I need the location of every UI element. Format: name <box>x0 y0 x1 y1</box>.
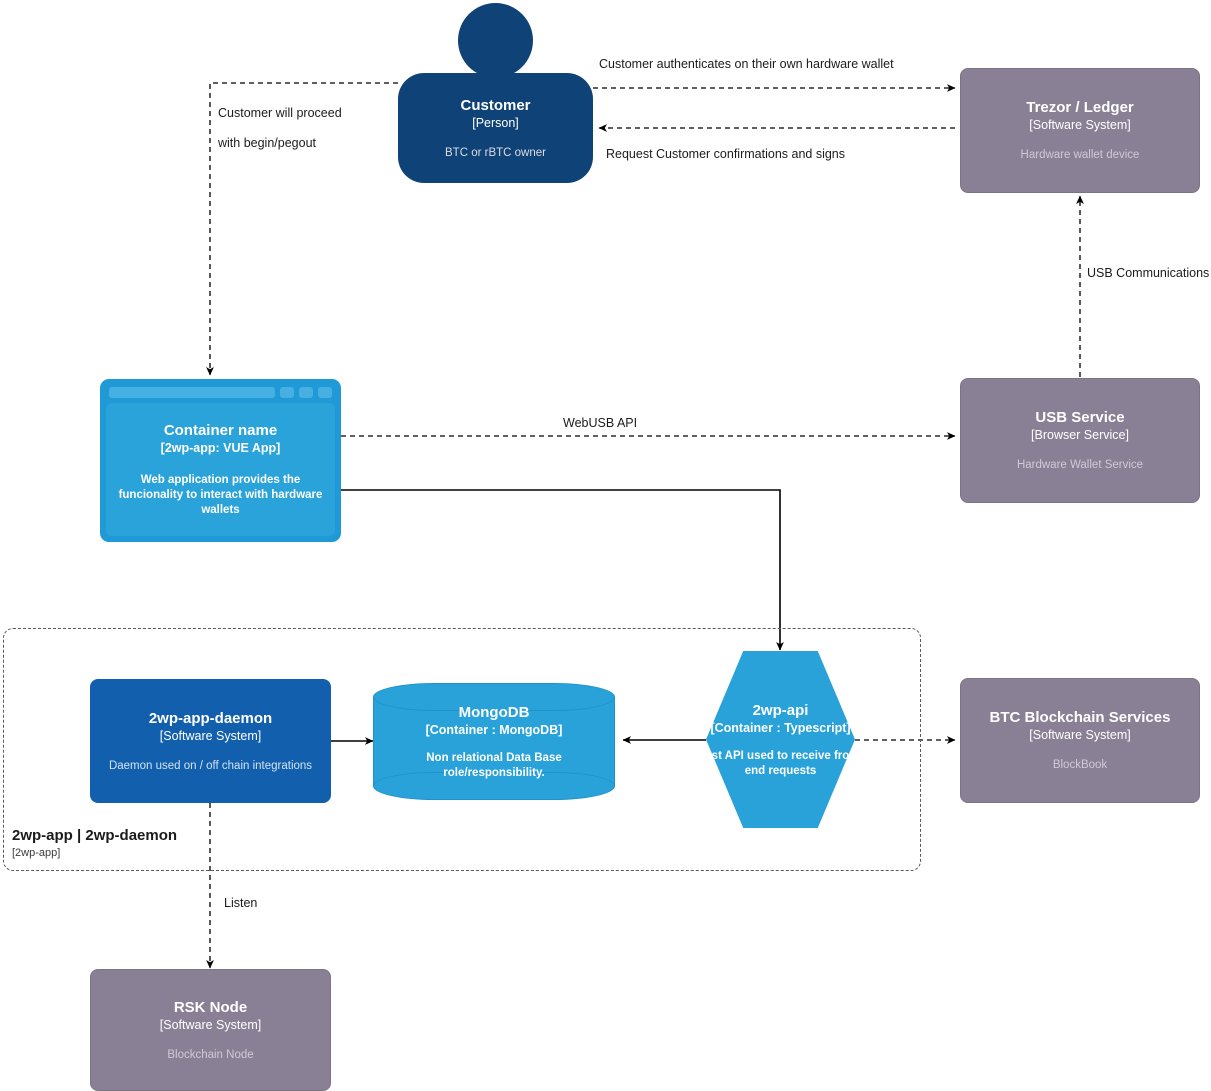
node-tech: [Software System] <box>1029 728 1131 742</box>
node-desc: Web application provides the funcionalit… <box>118 474 323 516</box>
node-title: MongoDB <box>458 703 530 721</box>
db-top-ellipse <box>373 683 615 711</box>
node-tech: [Browser Service] <box>1031 428 1129 442</box>
node-trezor-ledger[interactable]: Trezor / Ledger [Software System] Hardwa… <box>960 68 1200 193</box>
node-tech: [Software System] <box>1029 118 1131 132</box>
node-desc: Blockchain Node <box>167 1048 254 1061</box>
browser-url-bar <box>109 386 275 398</box>
node-desc: Daemon used on / off chain integrations <box>108 759 313 772</box>
software-system-boundary <box>3 628 921 871</box>
node-2wp-app-daemon[interactable]: 2wp-app-daemon [Software System] Daemon … <box>90 679 331 803</box>
node-title: BTC Blockchain Services <box>989 709 1171 726</box>
node-customer[interactable]: Customer [Person] BTC or rBTC owner <box>398 3 593 183</box>
node-tech: [Software System] <box>159 728 262 743</box>
boundary-name: 2wp-app | 2wp-daemon <box>12 827 178 844</box>
node-desc: Rest API used to receive front-end reque… <box>696 749 864 777</box>
person-body: Customer [Person] BTC or rBTC owner <box>398 73 593 183</box>
node-tech: [Person] <box>472 115 519 130</box>
db-bottom-ellipse <box>373 772 615 800</box>
edge-label-daemon-to-rsk: Listen <box>224 896 258 910</box>
hexagon-label: 2wp-api [Container : Typescript] Rest AP… <box>697 651 864 828</box>
edge-label-customer-to-vue-line2: with begin/pegout <box>218 136 316 150</box>
node-title: Container name <box>163 422 278 439</box>
node-desc: Non relational Data Base role/responsibi… <box>426 751 562 779</box>
edge-customer-to-vue <box>206 82 398 376</box>
browser-button-icon <box>318 386 332 398</box>
node-desc: Hardware wallet device <box>1020 149 1140 161</box>
edge-label-trezor-to-customer: Request Customer confirmations and signs <box>606 147 846 161</box>
edge-label-vue-to-usb: WebUSB API <box>563 416 638 430</box>
node-btc-blockchain-services[interactable]: BTC Blockchain Services [Software System… <box>960 678 1200 803</box>
db-label: MongoDB [Container : MongoDB] Non relati… <box>373 683 615 800</box>
node-title: Customer <box>460 96 531 114</box>
edge-label-customer-to-trezor: Customer authenticates on their own hard… <box>599 57 894 71</box>
node-tech: [2wp-app: VUE App] <box>160 441 281 455</box>
node-desc: BTC or rBTC owner <box>445 146 546 159</box>
node-rsk-node[interactable]: RSK Node [Software System] Blockchain No… <box>90 969 331 1091</box>
browser-button-icon <box>299 386 313 398</box>
node-desc: BlockBook <box>1052 759 1108 771</box>
node-tech: [Software System] <box>159 1017 262 1032</box>
node-title: Trezor / Ledger <box>1026 99 1134 116</box>
node-usb-service[interactable]: USB Service [Browser Service] Hardware W… <box>960 378 1200 503</box>
boundary-tech: [2wp-app] <box>12 847 61 859</box>
edge-label-customer-to-vue-line1: Customer will proceed <box>218 106 342 120</box>
node-title: 2wp-api <box>752 701 809 719</box>
edge-label-usb-to-trezor: USB Communications <box>1087 266 1210 280</box>
browser-viewport: Container name [2wp-app: VUE App] Web ap… <box>106 403 335 536</box>
node-vue-app[interactable]: Container name [2wp-app: VUE App] Web ap… <box>100 379 341 542</box>
node-2wp-api[interactable]: 2wp-api [Container : Typescript] Rest AP… <box>697 651 864 828</box>
node-title: RSK Node <box>173 998 248 1016</box>
node-mongodb[interactable]: MongoDB [Container : MongoDB] Non relati… <box>373 683 615 800</box>
node-title: 2wp-app-daemon <box>148 709 273 727</box>
node-tech: [Container : MongoDB] <box>425 722 563 737</box>
node-desc: Hardware Wallet Service <box>1016 459 1144 471</box>
boundary-label: 2wp-app | 2wp-daemon [2wp-app] <box>12 826 272 861</box>
person-head-icon <box>458 3 533 78</box>
node-tech: [Container : Typescript] <box>710 720 851 735</box>
edge-vue-to-api <box>341 489 784 651</box>
browser-chrome-bar <box>106 385 335 399</box>
node-title: USB Service <box>1035 409 1125 426</box>
browser-button-icon <box>280 386 294 398</box>
